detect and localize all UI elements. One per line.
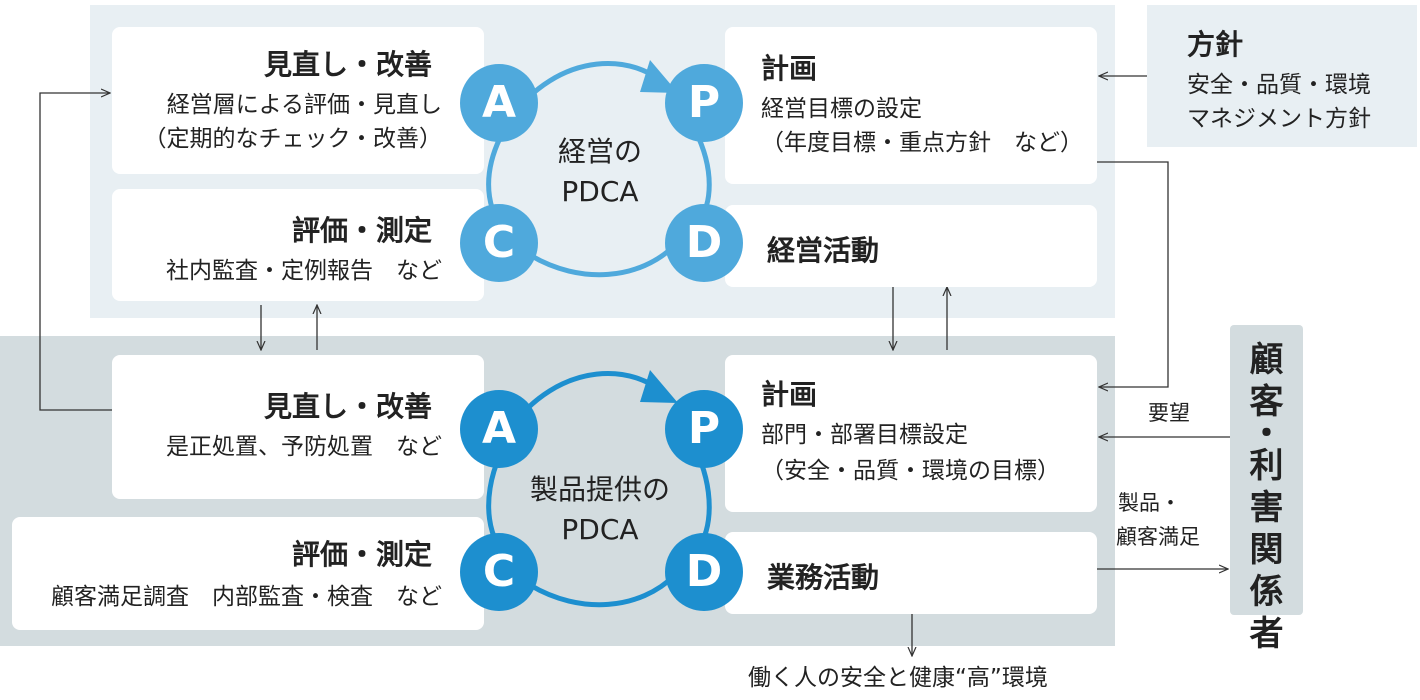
stakeholders-char-5: 害	[1249, 488, 1284, 528]
bottom-cycle-label-line-1: 製品提供の	[529, 473, 670, 506]
stakeholders-char-1: 顧	[1249, 340, 1284, 380]
top-do-title: 経営活動	[767, 234, 880, 267]
bottom-plan-line-2: （安全・品質・環境の目標）	[761, 458, 1060, 484]
top-act-box: 見直し・改善 経営層による評価・見直し （定期的なチェック・改善）	[112, 27, 484, 174]
bottom-do-box: 業務活動	[725, 532, 1097, 614]
stakeholders-label: 顧 客 ・ 利 害 関 係 者	[1230, 339, 1303, 655]
bottom-check-line-1: 顧客満足調査 内部監査・検査 など	[51, 584, 442, 610]
policy-line-2: マネジメント方針	[1187, 106, 1371, 132]
bottom-plan-title: 計画	[761, 378, 818, 411]
bottom-act-title: 見直し・改善	[263, 390, 432, 423]
top-act-letter-circle: A	[460, 64, 538, 142]
bottom-act-letter-circle: A	[460, 390, 538, 468]
top-cycle-label: 経営の PDCA	[530, 132, 670, 212]
stakeholders-char-8: 者	[1249, 614, 1284, 654]
bottom-cycle-label-line-2: PDCA	[561, 513, 639, 546]
top-do-letter-circle: D	[665, 204, 743, 282]
top-plan-line-2: （年度目標・重点方針 など）	[761, 130, 1083, 156]
stakeholders-char-3: ・	[1249, 414, 1284, 454]
bottom-check-box: 評価・測定 顧客満足調査 内部監査・検査 など	[12, 517, 484, 630]
plan-cascade-arrow	[1097, 161, 1169, 387]
policy-line-1: 安全・品質・環境	[1187, 72, 1371, 98]
stakeholders-char-7: 係	[1249, 572, 1284, 612]
top-check-title: 評価・測定	[291, 214, 432, 247]
bottom-check-title: 評価・測定	[291, 538, 432, 571]
top-check-box: 評価・測定 社内監査・定例報告 など	[112, 189, 484, 301]
top-cycle-label-line-2: PDCA	[561, 175, 639, 208]
bottom-plan-box: 計画 部門・部署目標設定 （安全・品質・環境の目標）	[725, 355, 1097, 512]
top-plan-box: 計画 経営目標の設定 （年度目標・重点方針 など）	[725, 27, 1097, 184]
stakeholders-char-2: 客	[1249, 382, 1284, 422]
top-cycle-label-line-1: 経営の	[557, 135, 642, 168]
top-check-line-1: 社内監査・定例報告 など	[166, 258, 442, 284]
policy-box: 方針 安全・品質・環境 マネジメント方針	[1147, 5, 1417, 147]
bottom-do-letter-circle: D	[665, 533, 743, 611]
policy-title: 方針	[1187, 28, 1244, 61]
bottom-act-box: 見直し・改善 是正処置、予防処置 など	[112, 355, 484, 499]
top-act-line-1: 経営層による評価・見直し	[166, 92, 442, 118]
request-label: 要望	[1148, 401, 1190, 425]
delivery-label-line-1: 製品・	[1118, 491, 1181, 515]
bottom-check-letter-circle: C	[460, 533, 538, 611]
bottom-act-line-1: 是正処置、予防処置 など	[166, 434, 442, 460]
top-check-letter-circle: C	[460, 204, 538, 282]
bottom-plan-letter-circle: P	[665, 390, 743, 468]
stakeholders-char-6: 関	[1249, 530, 1284, 570]
stakeholders-char-4: 利	[1249, 446, 1284, 486]
top-do-box: 経営活動	[725, 205, 1097, 287]
feedback-arrow	[39, 93, 112, 411]
top-plan-line-1: 経営目標の設定	[761, 96, 922, 122]
delivery-label-line-2: 顧客満足	[1116, 525, 1200, 549]
top-plan-title: 計画	[761, 52, 818, 85]
outcome-label: 働く人の安全と健康“高”環境	[748, 665, 1048, 691]
top-plan-letter-circle: P	[665, 64, 743, 142]
top-act-title: 見直し・改善	[263, 48, 432, 81]
top-act-line-2: （定期的なチェック・改善）	[143, 126, 442, 152]
stakeholders-box: 顧 客 ・ 利 害 関 係 者	[1230, 325, 1303, 654]
bottom-do-title: 業務活動	[767, 561, 880, 594]
bottom-plan-line-1: 部門・部署目標設定	[761, 422, 968, 448]
bottom-cycle-label: 製品提供の PDCA	[510, 470, 690, 550]
